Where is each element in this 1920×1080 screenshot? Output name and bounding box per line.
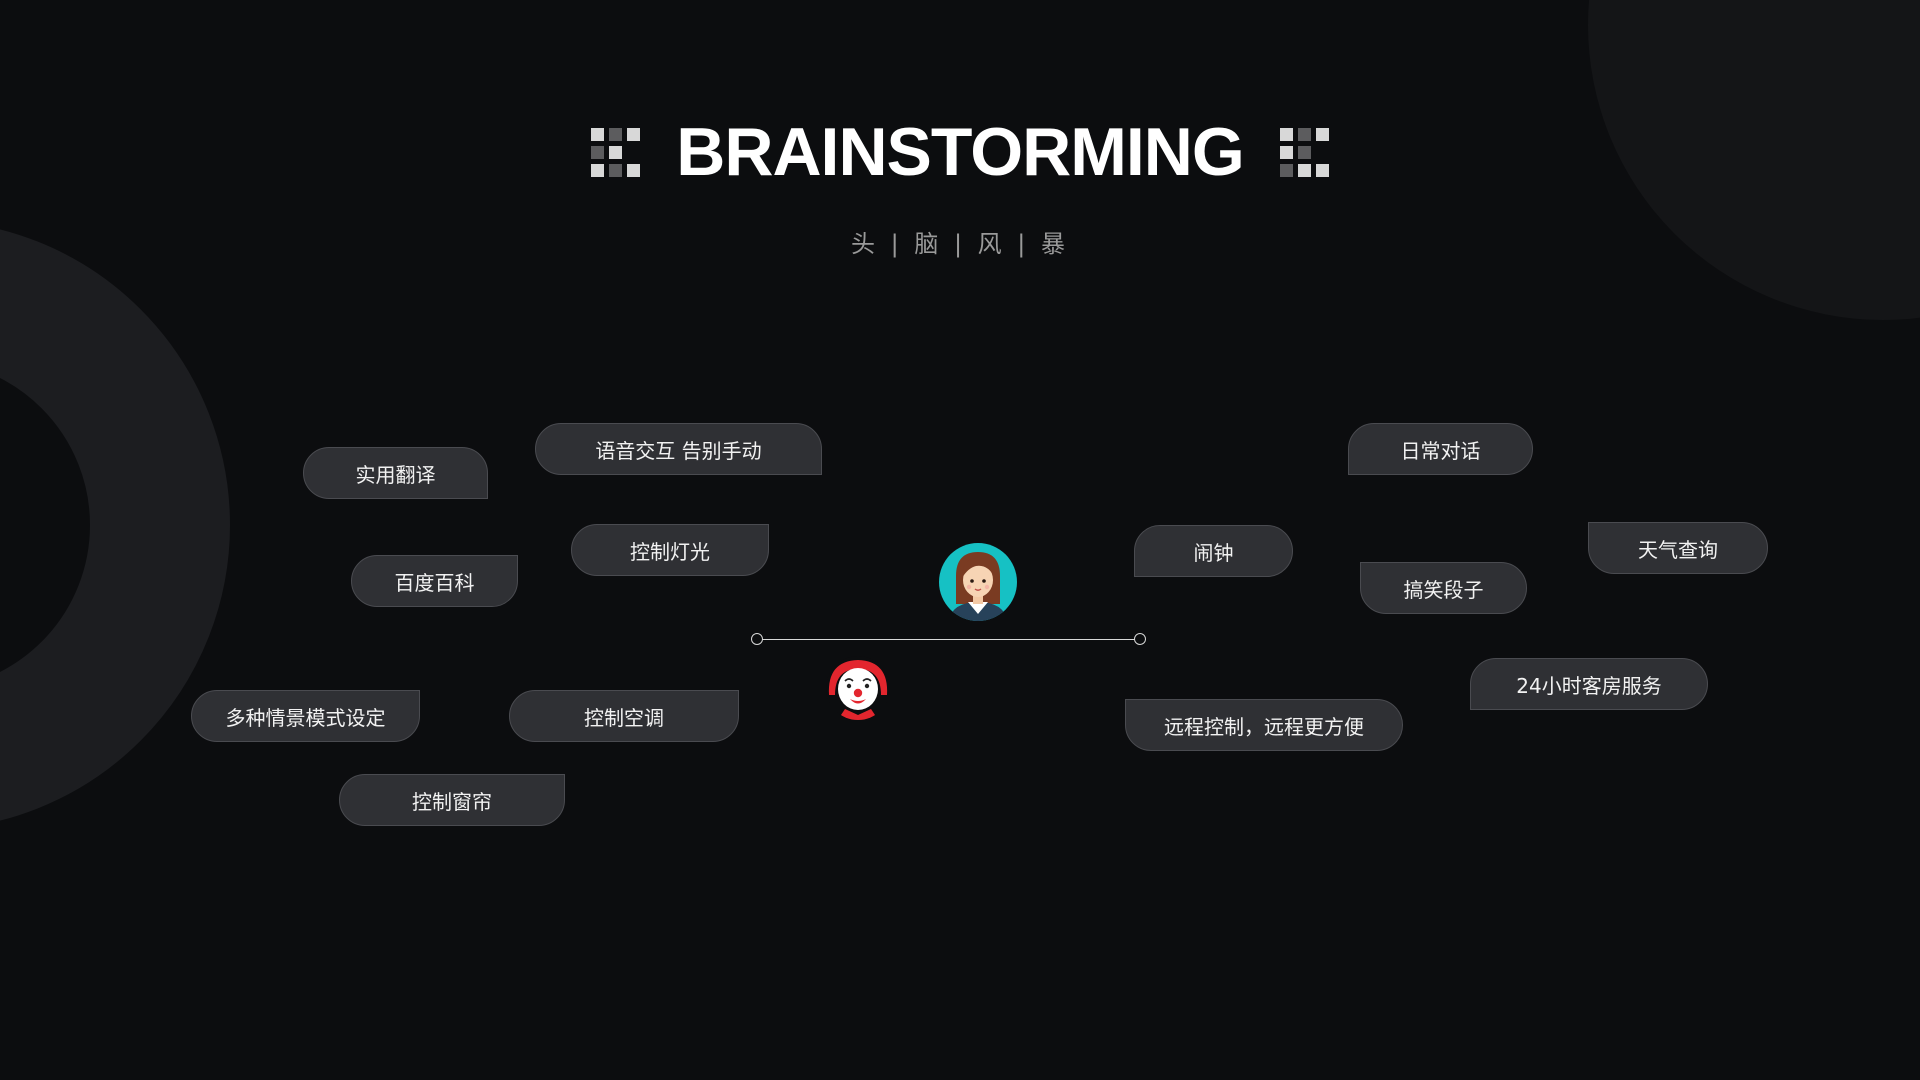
feature-pill-joke: 搞笑段子 bbox=[1360, 562, 1527, 614]
feature-pill-aircon: 控制空调 bbox=[509, 690, 739, 742]
feature-pill-curtain: 控制窗帘 bbox=[339, 774, 565, 826]
page-subtitle: 头 | 脑 | 风 | 暴 bbox=[850, 230, 1070, 258]
grid-mosaic-icon bbox=[1279, 127, 1329, 177]
background-ring-decoration bbox=[0, 220, 230, 830]
feature-pill-alarm: 闹钟 bbox=[1134, 525, 1293, 577]
feature-pill-weather: 天气查询 bbox=[1588, 522, 1768, 574]
feature-pill-chat: 日常对话 bbox=[1348, 423, 1533, 475]
connector-line bbox=[758, 639, 1140, 640]
clown-avatar-icon bbox=[826, 656, 890, 720]
feature-pill-scene: 多种情景模式设定 bbox=[191, 690, 420, 742]
grid-mosaic-icon bbox=[591, 127, 641, 177]
woman-avatar-icon bbox=[939, 543, 1017, 621]
page-title: BRAINSTORMING bbox=[676, 114, 1245, 190]
feature-pill-translate: 实用翻译 bbox=[303, 447, 488, 499]
feature-pill-baike: 百度百科 bbox=[351, 555, 518, 607]
feature-pill-remote: 远程控制，远程更方便 bbox=[1125, 699, 1403, 751]
connector-node-left bbox=[751, 633, 763, 645]
connector-node-right bbox=[1134, 633, 1146, 645]
feature-pill-light: 控制灯光 bbox=[571, 524, 769, 576]
title-row: BRAINSTORMING bbox=[0, 112, 1920, 192]
feature-pill-voice: 语音交互 告别手动 bbox=[535, 423, 822, 475]
feature-pill-room-service: 24小时客房服务 bbox=[1470, 658, 1708, 710]
